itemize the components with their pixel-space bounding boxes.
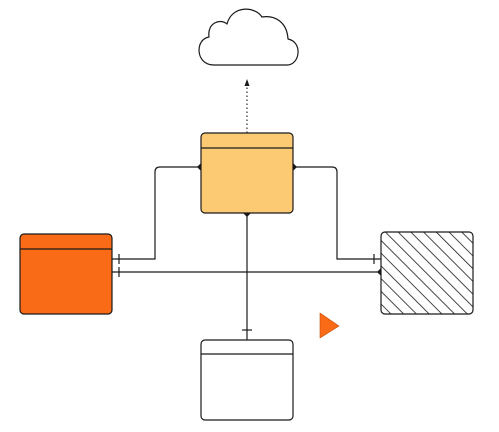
cloud-shape — [198, 8, 299, 66]
center-node[interactable] — [200, 132, 294, 214]
connector-left-right — [112, 267, 385, 277]
bottom-node[interactable] — [200, 339, 294, 421]
connector-center-cloud — [244, 79, 250, 133]
connector-center-right — [289, 163, 381, 264]
right-node[interactable] — [380, 231, 474, 315]
cloud-icon — [198, 8, 299, 66]
connector-center-left — [112, 163, 205, 264]
pointer-cursor-icon — [319, 312, 340, 339]
arrowhead — [244, 79, 250, 86]
connector-center-bottom — [242, 209, 252, 340]
left-node[interactable] — [19, 233, 113, 315]
